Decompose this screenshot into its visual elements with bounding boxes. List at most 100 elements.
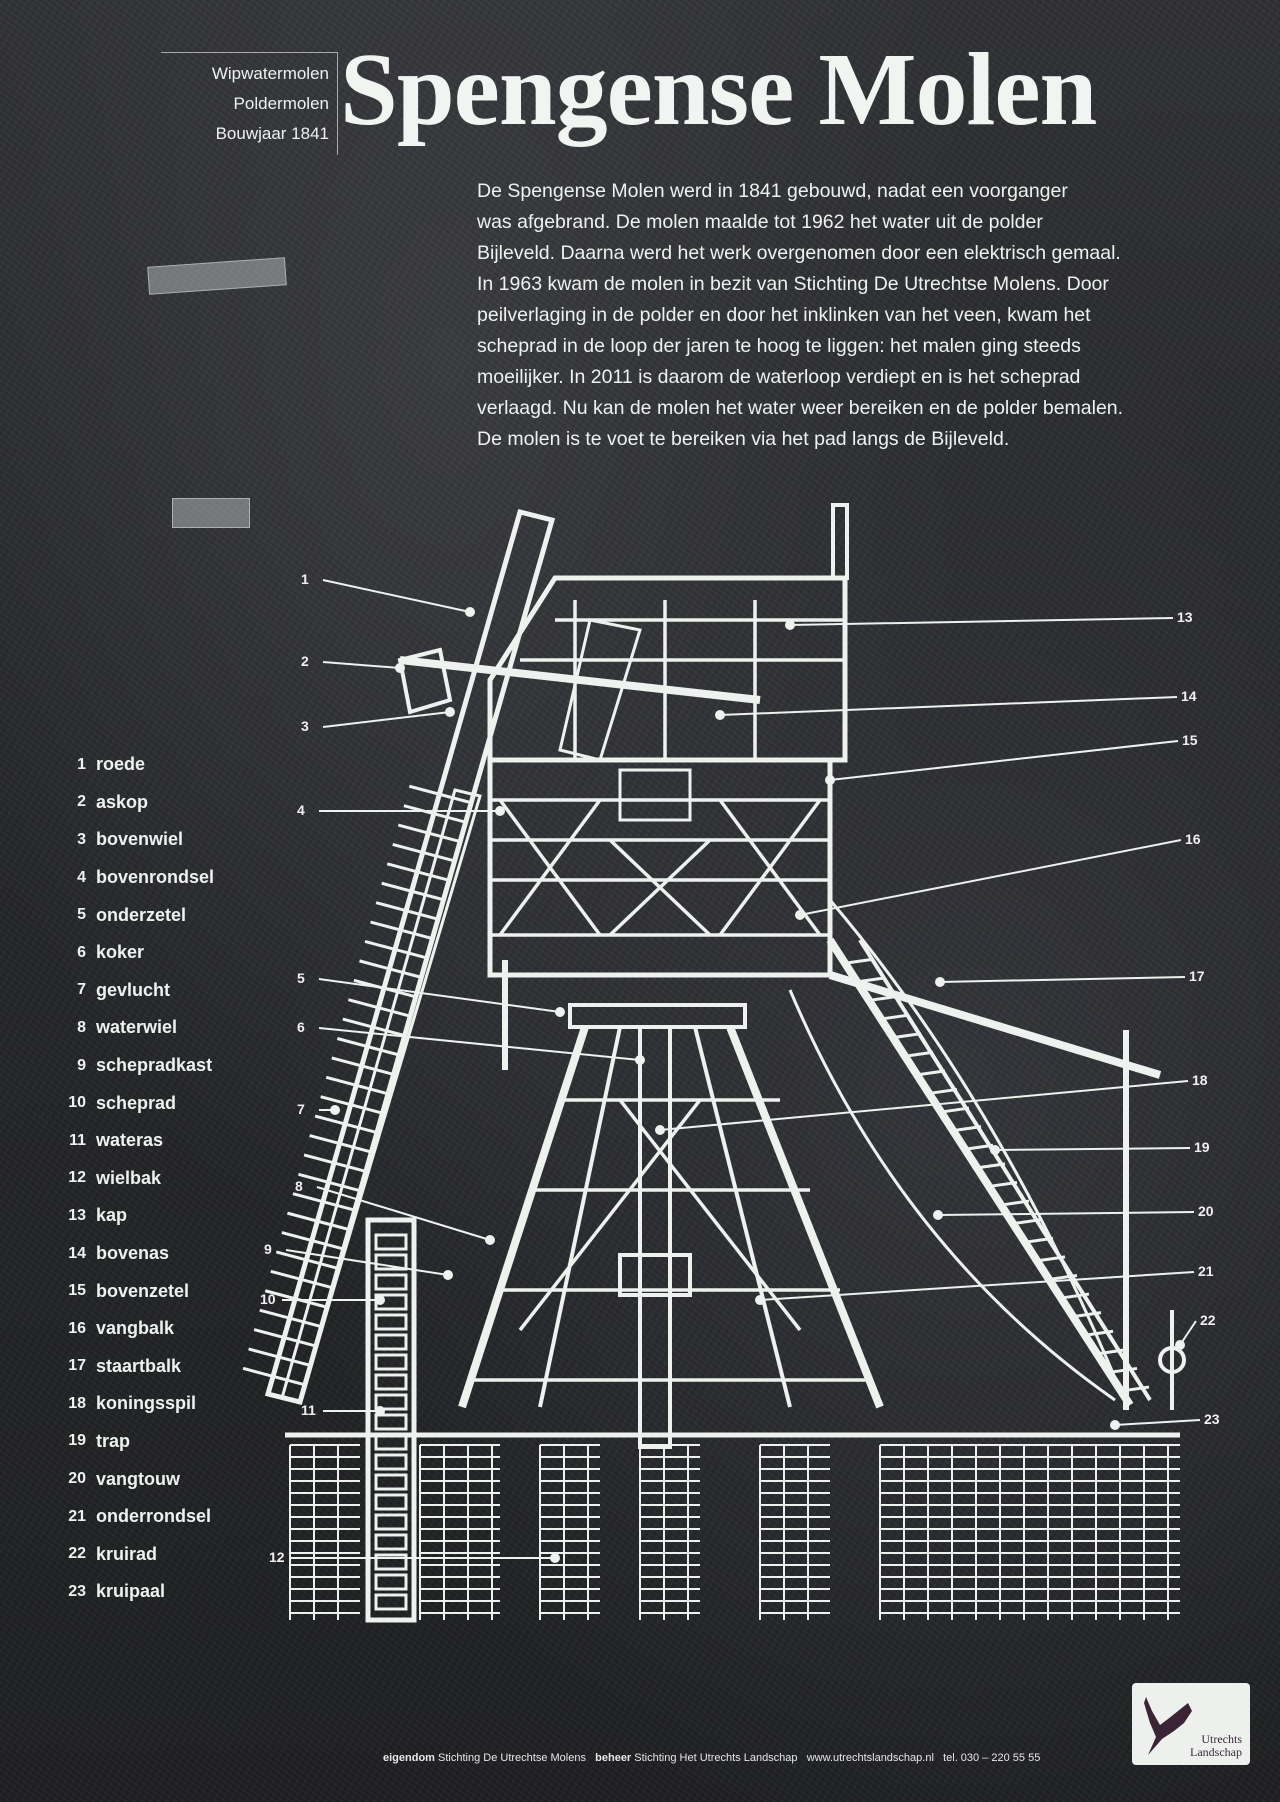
legend-label: onderzetel [96,904,187,925]
legend-number: 3 [77,830,86,848]
legend-label: bovenrondsel [96,867,215,888]
leader-dot [795,910,805,920]
callout-number: 17 [1189,968,1205,984]
intro-line: De molen is te voet te bereiken via het … [477,428,1010,450]
intro-line: was afgebrand. De molen maalde tot 1962 … [477,211,1043,233]
phone: tel. 030 – 220 55 55 [943,1752,1041,1764]
leader-dot [635,1055,645,1065]
legend-item: 4 bovenrondsel [58,859,214,897]
leader-line [789,617,1174,626]
foundation-drawing [285,1217,1180,1623]
manager: Stichting Het Utrechts Landschap [634,1752,798,1764]
leader-line [719,696,1178,716]
intro-line: verlaagd. Nu kan de molen het water weer… [477,397,1124,419]
legend-label: kruipaal [96,1581,166,1602]
leader-dot [443,1270,453,1280]
legend-number: 15 [68,1282,86,1300]
cap-house-drawing [397,503,849,978]
legend-label: bovenas [96,1243,170,1264]
legend-item: 14 bovenas [58,1235,214,1273]
leader-dot [755,1295,765,1305]
owner: Stichting De Utrechtse Molens [438,1752,586,1764]
legend-item: 20 vangtouw [58,1460,214,1498]
leader-dot [655,1125,665,1135]
owner-label: eigendom [383,1752,435,1764]
legend-number: 7 [77,981,86,999]
logo-line-2: Landschap [1190,1745,1242,1759]
leader-line [939,976,1186,983]
leader-dot [1110,1420,1120,1430]
callout-number: 20 [1198,1203,1214,1219]
legend-number: 14 [68,1244,86,1262]
legend-label: roede [96,754,146,775]
leader-line [659,1080,1189,1131]
callout-number: 2 [301,653,309,669]
body-drawing [458,960,884,1449]
tape-residue [172,498,250,528]
leader-line [1114,1419,1201,1426]
legend-label: onderrondsel [96,1506,212,1527]
legend-label: koningsspil [96,1393,197,1414]
footer: eigendom Stichting De Utrechtse Molens b… [383,1752,1040,1764]
leader-dot [785,620,795,630]
leader-dot [933,1210,943,1220]
legend-label: trap [96,1430,131,1451]
callout-number: 18 [1192,1072,1208,1088]
legend-label: kap [96,1205,128,1226]
page-title: Spengense Molen [340,32,1097,147]
leader-line [937,1211,1195,1216]
build-year: Bouwjaar 1841 [215,124,329,143]
legend-label: vangtouw [96,1468,180,1489]
legend-number: 22 [68,1545,86,1563]
callout-number: 23 [1204,1411,1220,1427]
tail-drawing [788,899,1186,1410]
callout-number: 4 [297,802,305,818]
legend-number: 18 [68,1394,86,1412]
legend-number: 20 [68,1470,86,1488]
website-link[interactable]: www.utrechtslandschap.nl [806,1752,934,1764]
leader-dot [1175,1340,1185,1350]
leader-line [322,661,401,669]
callout-number: 3 [301,718,309,734]
intro-line: De Spengense Molen werd in 1841 gebouwd,… [477,180,1068,202]
leader-dot [495,806,505,816]
leader-dot [990,1145,1000,1155]
callout-number: 14 [1181,688,1197,704]
legend-label: schepradkast [96,1055,213,1076]
intro-line: peilverlaging in de polder en door het i… [477,304,1091,326]
legend-number: 2 [77,793,86,811]
intro-text: De Spengense Molen werd in 1841 gebouwd,… [477,176,1123,455]
legend-label: bovenzetel [96,1280,190,1301]
intro-line: In 1963 kwam de molen in bezit van Stich… [477,273,1109,295]
leaping-deer-icon [1144,1697,1192,1755]
mill-type-block: Wipwatermolen Poldermolen Bouwjaar 1841 [161,52,338,155]
leader-dot [395,663,405,673]
legend-label: askop [96,791,149,812]
legend-label: koker [96,942,145,963]
leader-line [285,1249,449,1276]
callout-number: 11 [301,1402,316,1418]
legend-number: 4 [77,868,86,886]
leader-dot [485,1235,495,1245]
leader-line [829,740,1179,781]
callout-number: 16 [1185,831,1201,847]
legend-number: 5 [77,906,86,924]
legend-item: 5 onderzetel [58,896,214,934]
leader-line [759,1271,1195,1301]
manager-label: beheer [595,1752,632,1764]
callout-number: 7 [297,1101,305,1117]
leader-dot [375,1295,385,1305]
